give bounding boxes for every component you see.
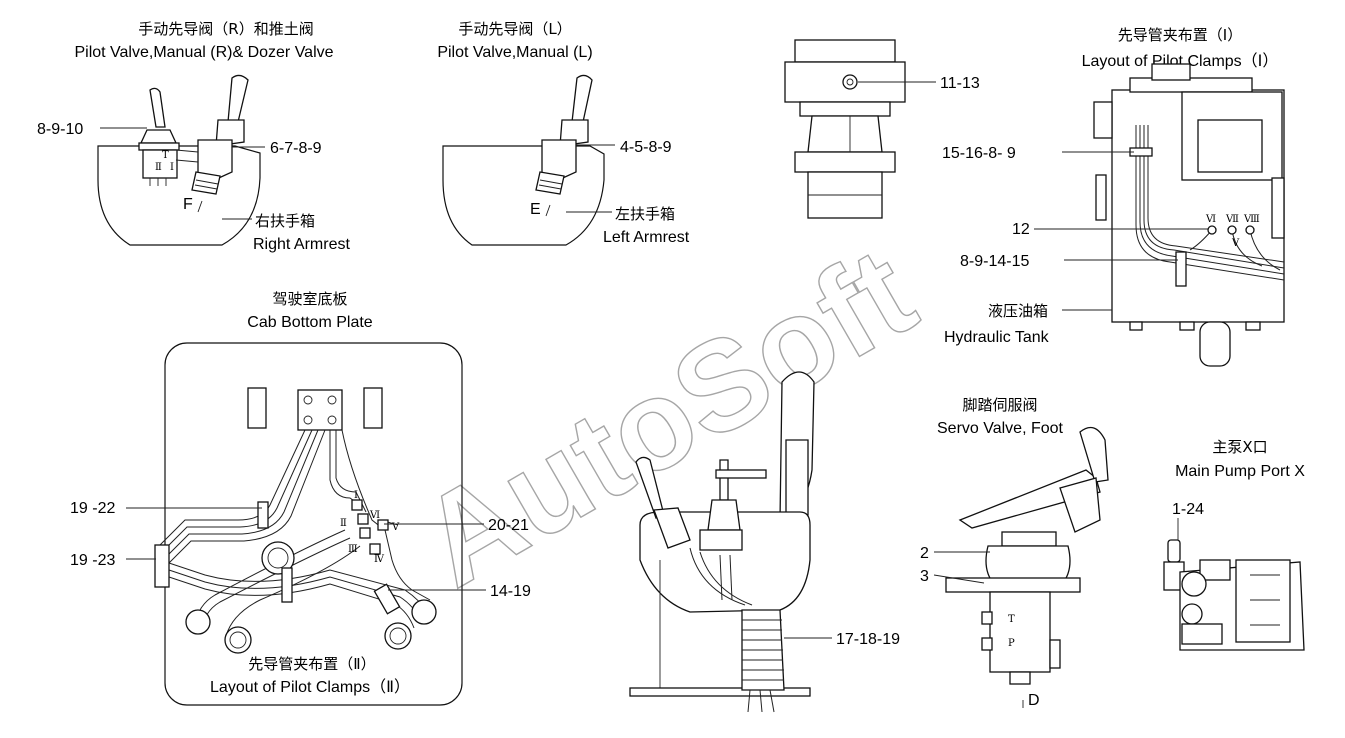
roman-VIII-tank: Ⅷ xyxy=(1243,214,1260,225)
right-valve-title-zh: 手动先导阀（R）和推土阀 xyxy=(138,20,313,38)
roman-VII-tank: Ⅶ xyxy=(1225,214,1239,225)
foot-valve-title-zh: 脚踏伺服阀 xyxy=(962,396,1037,414)
callout-8-9-14-15: 8-9-14-15 xyxy=(960,253,1029,270)
main-pump-drawing xyxy=(1163,539,1305,651)
roman-VI-tank: Ⅵ xyxy=(1205,214,1216,225)
titles: 手动先导阀（R）和推土阀 Pilot Valve,Manual (R)& Doz… xyxy=(74,20,1305,696)
roman-V-tank: Ⅴ xyxy=(1231,238,1240,249)
clamps1-title-zh: 先导管夹布置（Ⅰ） xyxy=(1118,26,1242,44)
roman-II-dozer: Ⅱ xyxy=(155,162,162,173)
letter-T: T xyxy=(162,150,169,161)
callout-19-22: 19 -22 xyxy=(70,500,115,517)
callout-15-16-8-9: 15-16-8- 9 xyxy=(942,145,1016,162)
callout-6-7-8-9: 6-7-8-9 xyxy=(270,140,322,157)
callout-3: 3 xyxy=(920,568,929,585)
tank-label-zh: 液压油箱 xyxy=(988,302,1048,320)
clamps2-title-en: Layout of Pilot Clamps（Ⅱ） xyxy=(210,678,410,696)
callout-11-13: 11-13 xyxy=(940,75,980,92)
pump-title-zh: 主泵X口 xyxy=(1212,438,1267,456)
cab-plate-title-zh: 驾驶室底板 xyxy=(272,290,347,308)
letter-E: E xyxy=(530,201,541,218)
swivel-joint-drawing xyxy=(784,39,906,219)
callout-4-5-8-9: 4-5-8-9 xyxy=(620,139,672,156)
pump-title-en: Main Pump Port X xyxy=(1175,463,1305,480)
leader-3 xyxy=(933,574,985,584)
roman-I-plate: Ⅰ xyxy=(354,490,358,501)
callout-1-24: 1-24 xyxy=(1172,501,1204,518)
letter-P-foot: P xyxy=(1008,638,1015,649)
callout-20-21: 20-21 xyxy=(488,517,529,534)
foot-valve-drawing: T P D xyxy=(945,426,1109,709)
roman-VI-plate: Ⅵ xyxy=(369,510,380,521)
callout-12: 12 xyxy=(1012,221,1030,238)
left-armrest-label-en: Left Armrest xyxy=(603,229,690,246)
foot-valve-title-en: Servo Valve, Foot xyxy=(937,420,1064,437)
left-armrest-drawing: E xyxy=(442,74,605,246)
callout-8-9-10: 8-9-10 xyxy=(37,121,83,138)
roman-I-dozer: Ⅰ xyxy=(170,162,174,173)
left-valve-title-zh: 手动先导阀（L） xyxy=(458,20,571,38)
cab-plate-title-en: Cab Bottom Plate xyxy=(247,314,373,331)
roman-IV-plate: Ⅳ xyxy=(374,554,385,565)
roman-II-plate: Ⅱ xyxy=(340,518,347,529)
callout-2: 2 xyxy=(920,545,929,562)
clamps1-title-en: Layout of Pilot Clamps（Ⅰ） xyxy=(1082,52,1279,70)
callout-14-19: 14-19 xyxy=(490,583,531,600)
seat-drawing xyxy=(629,371,815,713)
letter-F: F xyxy=(183,196,193,213)
cab-plate-drawing: Ⅰ Ⅱ Ⅲ Ⅳ Ⅵ Ⅴ xyxy=(154,342,463,706)
left-armrest-label-zh: 左扶手箱 xyxy=(615,205,675,223)
right-armrest-label-zh: 右扶手箱 xyxy=(255,212,315,230)
left-valve-title-en: Pilot Valve,Manual (L) xyxy=(437,44,592,61)
clamps2-title-zh: 先导管夹布置（Ⅱ） xyxy=(248,655,375,673)
roman-V-plate: Ⅴ xyxy=(391,522,400,533)
letter-D: D xyxy=(1028,692,1040,709)
right-armrest-label-en: Right Armrest xyxy=(253,236,350,253)
letter-T-foot: T xyxy=(1008,614,1015,625)
roman-III-plate: Ⅲ xyxy=(348,544,358,555)
right-armrest-drawing: T Ⅱ Ⅰ F xyxy=(97,74,261,246)
hydraulic-tank-drawing: Ⅵ Ⅶ Ⅷ Ⅴ xyxy=(1093,63,1285,367)
callout-19-23: 19 -23 xyxy=(70,552,115,569)
tank-label-en: Hydraulic Tank xyxy=(944,329,1050,346)
right-valve-title-en: Pilot Valve,Manual (R)& Dozer Valve xyxy=(74,44,333,61)
callout-17-18-19: 17-18-19 xyxy=(836,631,900,648)
